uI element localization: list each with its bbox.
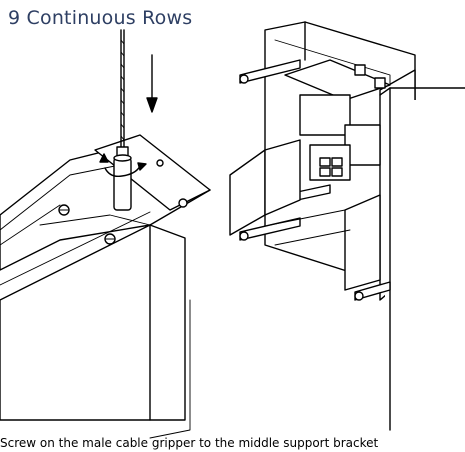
right-connector-fixture (229, 21, 465, 431)
page-title: 9 Continuous Rows (8, 7, 193, 29)
caption-leader-line (149, 299, 191, 439)
left-profile-fixture (0, 134, 211, 421)
cable-gripper (99, 29, 147, 211)
down-arrow-icon (146, 54, 158, 113)
instruction-caption: Screw on the male cable gripper to the m… (0, 436, 379, 450)
